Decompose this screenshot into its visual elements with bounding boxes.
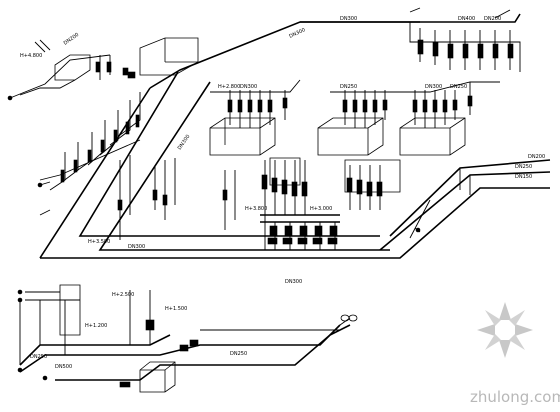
label-dn300-low: DN300 — [128, 244, 145, 250]
label-dn400-top: DN400 — [458, 16, 475, 22]
label-dn150-right: DN150 — [515, 174, 532, 180]
label-dn300-mid: DN300 — [177, 134, 192, 151]
label-elev-3000: H+3.000 — [310, 206, 332, 212]
watermark-text: zhulong.com — [470, 388, 560, 406]
label-dn200-left: DN200 — [63, 32, 80, 47]
label-dn500-low: DN500 — [55, 364, 72, 370]
label-h2500: H+2.500 — [112, 292, 134, 298]
water-tanks-row — [209, 117, 466, 156]
label-elev-1200: H+1.200 — [85, 323, 107, 329]
watermark-logo — [477, 302, 533, 358]
label-h1500: H+1.500 — [165, 306, 187, 312]
label-dn300-row1: DN300 — [240, 84, 257, 90]
label-dn250-low2: DN250 — [230, 351, 247, 357]
label-elev-4800: H+4.800 — [20, 53, 42, 59]
label-dn250-row1: DN250 — [340, 84, 357, 90]
label-elev-3500: H+3.500 — [88, 239, 110, 245]
pump-headers — [210, 79, 500, 128]
center-pump-stations — [260, 157, 401, 250]
label-dn300-row2: DN300 — [425, 84, 442, 90]
label-dn200-right: DN200 — [528, 154, 545, 160]
top-right-equipment — [409, 7, 521, 72]
zhulong-watermark: zhulong.com — [470, 302, 560, 406]
label-dn250-row2: DN250 — [450, 84, 467, 90]
label-elev-3800: H+3.800 — [245, 206, 267, 212]
label-dn250-right: DN250 — [515, 164, 532, 170]
label-elev-2800: H+2.800 — [218, 84, 240, 90]
label-dn300-low2: DN300 — [285, 279, 302, 285]
label-dn200-top: DN200 — [484, 16, 501, 22]
lower-left-equipment — [17, 284, 199, 393]
pipe-labels: DN400 DN200 DN300 DN300 DN200 DN300 DN30… — [20, 16, 545, 370]
left-risers — [37, 92, 141, 216]
label-dn250-low: DN250 — [30, 354, 47, 360]
label-dn300-b: DN300 — [288, 27, 306, 40]
right-fittings — [200, 227, 421, 331]
left-middle-risers — [117, 155, 236, 240]
label-dn300-a: DN300 — [340, 16, 357, 22]
top-left-equipment — [7, 37, 199, 101]
